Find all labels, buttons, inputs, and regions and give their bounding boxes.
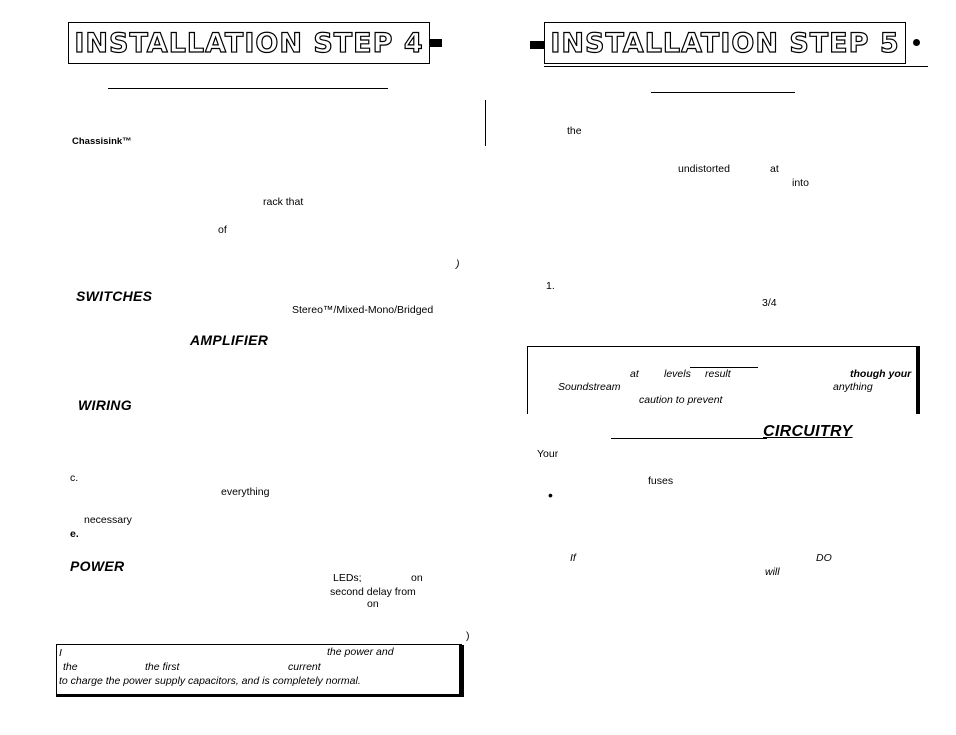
circuitry-rule [611,438,767,439]
chassisink-text: Chassisink™ [72,136,132,147]
your-text: Your [537,448,559,460]
stereo-mode-text: Stereo™/Mixed-Mono/Bridged [292,304,434,316]
step-5-header: INSTALLATION STEP 5 [544,22,906,64]
note-line2-current: current [288,661,321,673]
note-levels: levels [664,368,691,380]
power-note-box [56,645,464,697]
header-tab-mark [430,39,442,47]
switches-heading: SWITCHES [76,288,153,304]
note-caution: caution to prevent [639,394,723,406]
header-tab-mark-right [530,41,544,49]
note-line3: to charge the power supply capacitors, a… [59,675,361,687]
note-line2-first: the first [145,661,180,673]
of-text: of [218,224,227,236]
paren-text: ) [456,258,460,270]
section-underline [108,88,388,89]
item-1-label: 1. [546,280,555,292]
warning-note-box [527,346,920,414]
step-4-header: INSTALLATION STEP 4 [68,22,430,64]
if-text: If [570,552,576,564]
note-though-your: though your [850,368,912,380]
on-text-2: on [367,598,379,610]
three-quarters-text: 3/4 [762,297,777,309]
note-underline [690,367,758,368]
item-c-label: c. [70,472,79,484]
section-underline-right [651,92,795,93]
leds-text: LEDs; [333,572,362,584]
amplifier-heading: AMPLIFIER [190,332,269,348]
on-text-1: on [411,572,423,584]
undistorted-text: undistorted [678,163,730,175]
note-result: result [705,368,731,380]
bullet: • [548,487,553,503]
note-line1-prefix: I [59,647,62,659]
step-5-rule [544,66,928,67]
note-line2-the: the [63,661,78,673]
do-text: DO [816,552,832,564]
fuses-text: fuses [648,475,674,487]
will-text: will [765,566,780,578]
rack-text: rack that [263,196,304,208]
necessary-text: necessary [84,514,132,526]
power-heading: POWER [70,558,125,574]
everything-text: everything [221,486,270,498]
paren-text-2: ) [466,630,470,642]
the-text: the [567,125,582,137]
at-text: at [770,163,779,175]
page-divider [485,100,486,146]
wiring-heading: WIRING [78,397,132,413]
into-text: into [792,177,809,189]
header-dot [913,39,920,46]
delay-text: second delay from [330,586,416,598]
note-at: at [630,368,639,380]
circuitry-heading: CIRCUITRY [763,423,853,440]
item-e-label: e. [70,528,79,540]
note-line1-text: the power and [327,646,394,658]
note-anything: anything [833,381,873,393]
note-top-rule [56,644,462,645]
note-soundstream: Soundstream [558,381,621,393]
